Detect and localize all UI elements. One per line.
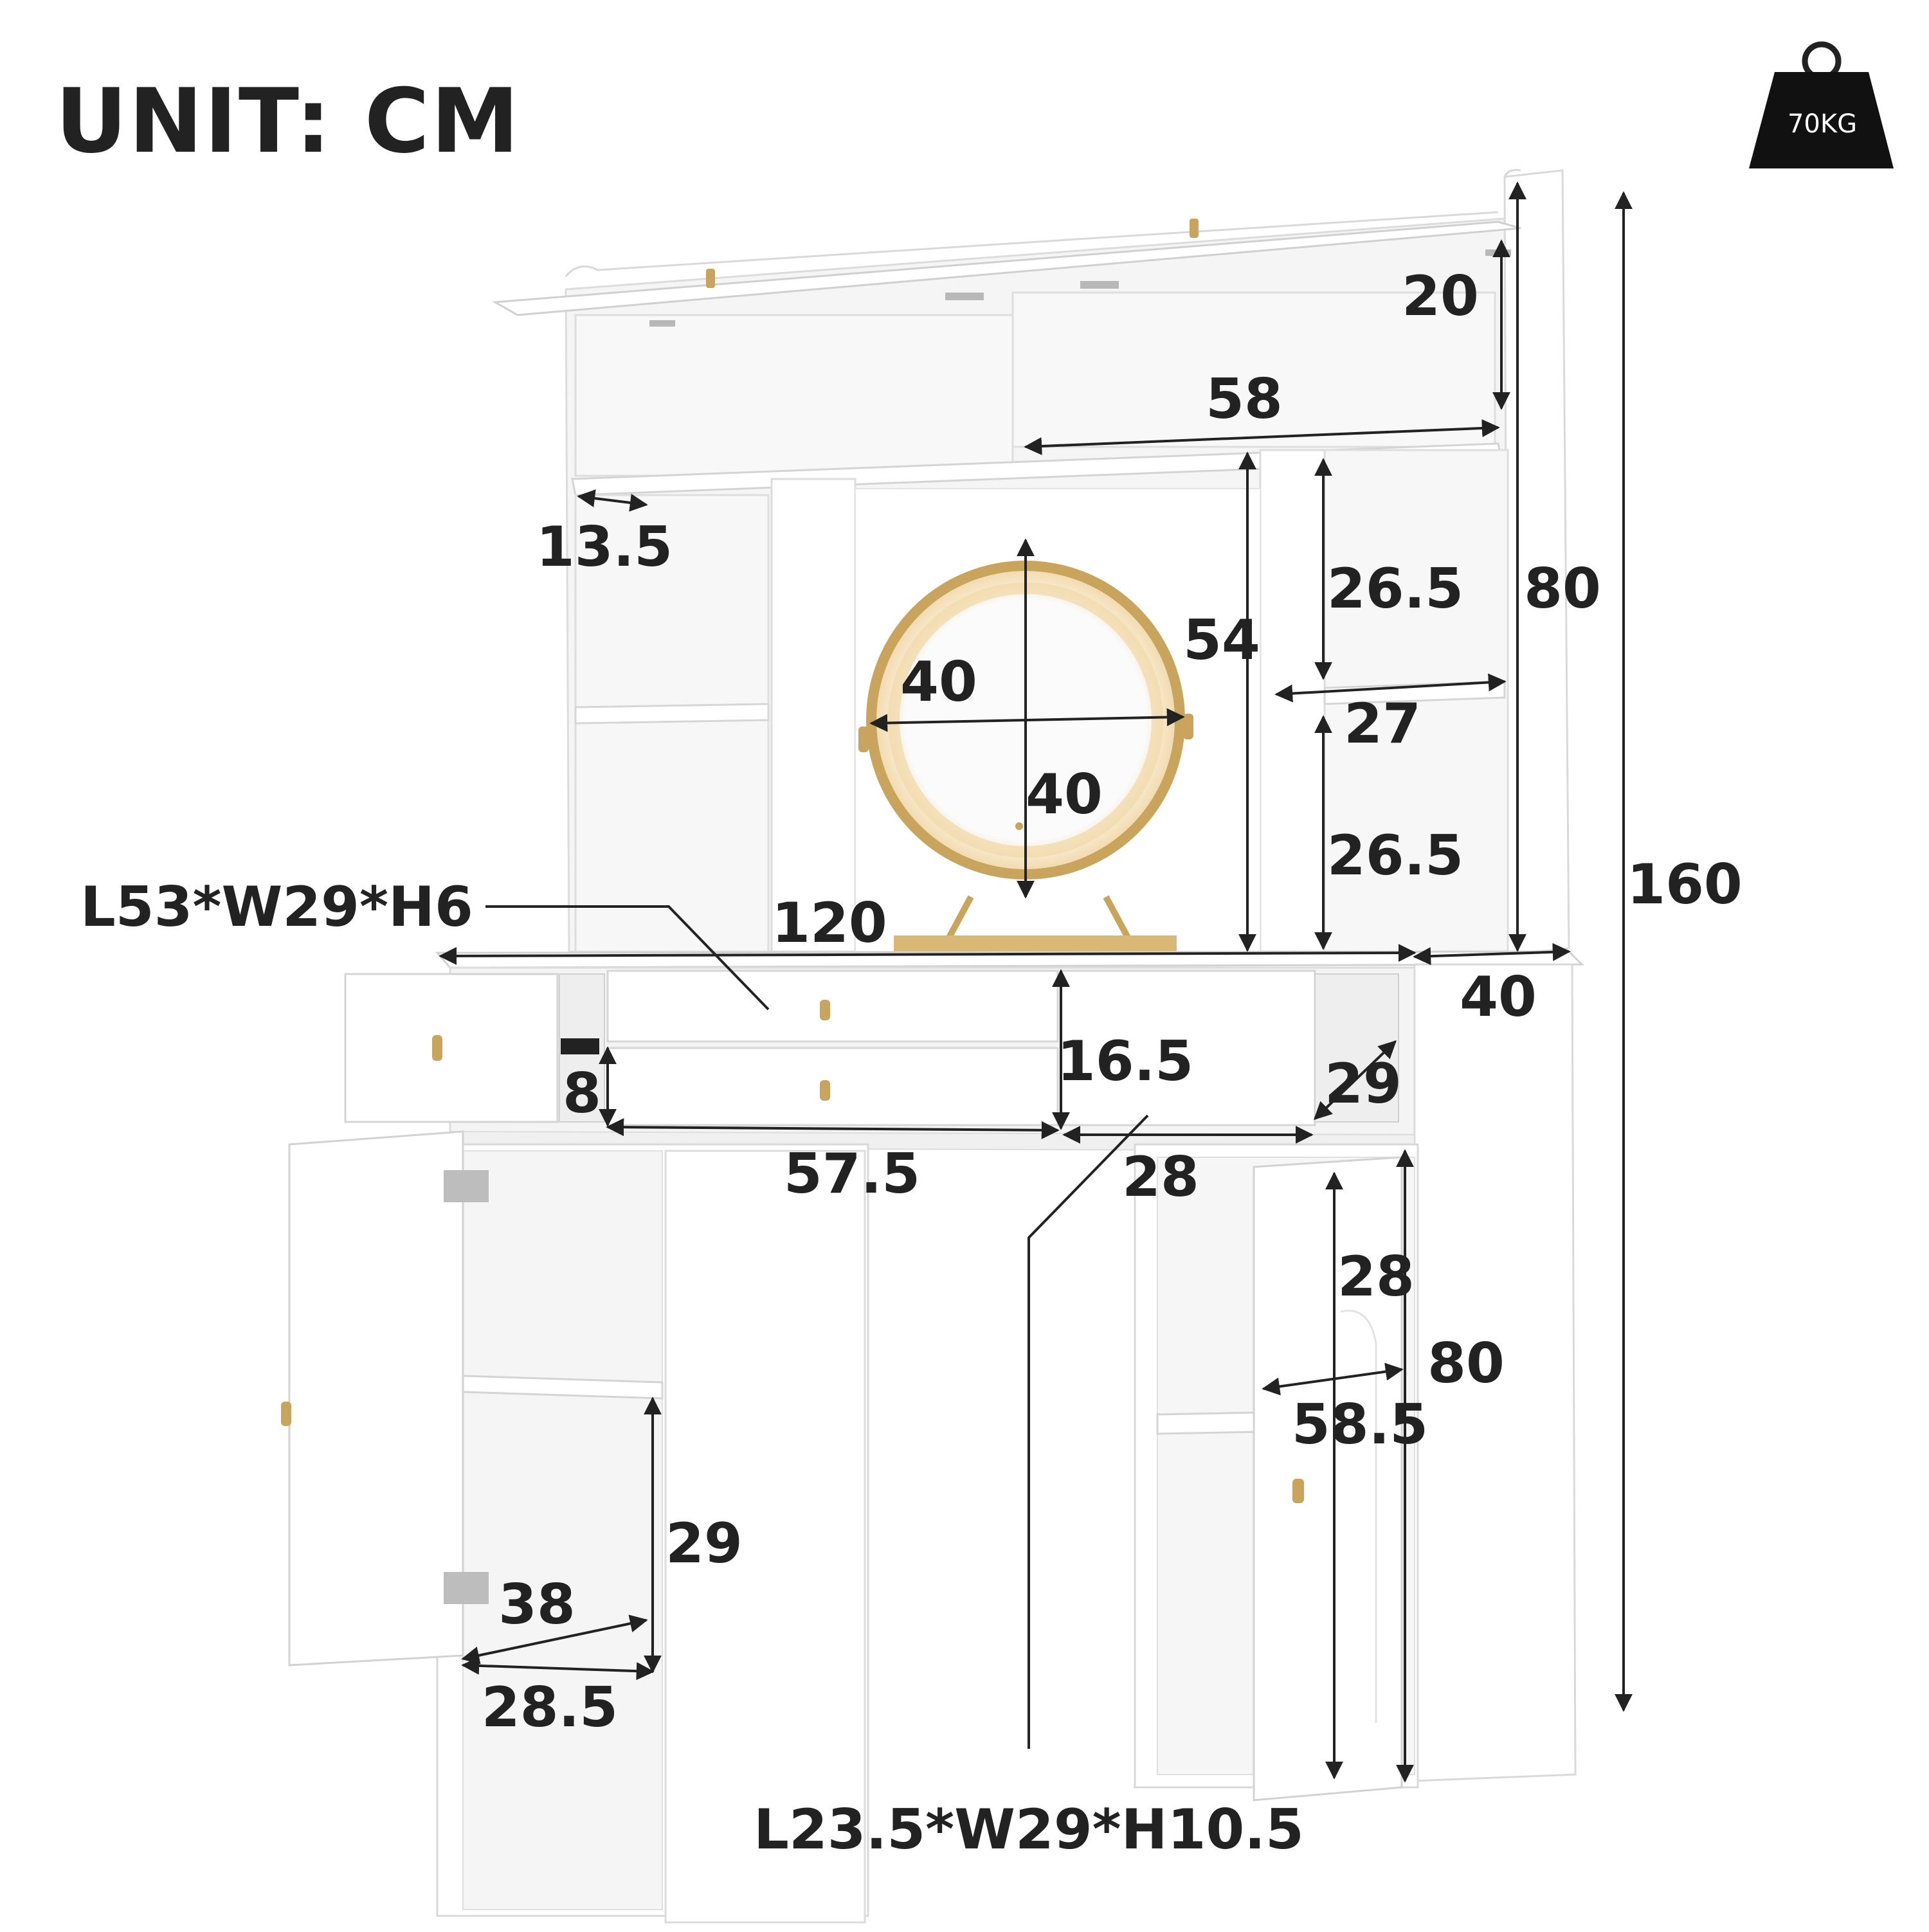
dim-mirror-height-inner: 40 [1026,763,1103,827]
left-cabinet-interior [462,1150,663,1910]
top-knob [706,269,715,288]
hinge [444,1170,489,1202]
right-drawer[interactable] [1060,970,1316,1126]
dim-left-cabinet-width: 38 [498,1573,575,1637]
dim-base-height: 80 [1427,1332,1505,1396]
dim-desk-depth: 40 [1460,965,1537,1029]
top-knob [1190,219,1199,238]
top-drawer-size-label: L53*W29*H6 [80,875,473,939]
dim-top-shelf-height: 20 [1402,264,1479,329]
dim-right-cabinet-width: 58.5 [1292,1393,1428,1457]
dim-total-height: 160 [1627,853,1743,917]
dim-right-cabinet-height: 28 [1337,1245,1415,1309]
drawer-knob [820,1080,830,1101]
left-cabinet [281,1130,869,1924]
dim-left-cabinet-depth: 28.5 [482,1675,618,1740]
drawer-knob [432,1035,442,1061]
dim-drawer-height: 16.5 [1057,1029,1193,1094]
bottom-drawer-size-label: L23.5*W29*H10.5 [754,1798,1304,1862]
dim-right-shelf-width: 27 [1344,692,1421,756]
center-top-drawer[interactable] [606,970,1059,1043]
dim-mirror-width: 40 [900,650,977,714]
weight-icon [1749,41,1894,168]
dim-center-drawer-width: 57.5 [784,1142,920,1206]
door-knob [1292,1479,1304,1503]
dim-hutch-height: 80 [1524,557,1601,621]
dimension-lines [439,181,1633,1783]
left-cabinet-door[interactable] [288,1130,464,1666]
left-drawer[interactable] [344,973,559,1123]
drawer-knob [820,1000,830,1020]
dim-right-upper-shelf: 26.5 [1327,557,1463,621]
dim-right-lower-shelf: 26.5 [1327,824,1463,888]
weight-badge: 70KG [1749,41,1894,168]
left-tower-shelf [574,703,770,725]
unit-title: UNIT: CM [55,69,521,173]
dim-desk-width: 120 [772,891,887,955]
hinge [444,1572,489,1604]
dim-left-cabinet-height: 29 [666,1512,743,1576]
dim-mirror-height: 54 [1183,608,1260,673]
dim-drawer-depth: 29 [1325,1052,1402,1116]
dim-small-drawer-height: 8 [563,1061,601,1126]
center-bottom-drawer[interactable] [606,1047,1059,1126]
dimension-labels: 20 58 13.5 54 40 40 26.5 27 26.5 80 160 … [80,264,1743,1862]
door-knob [281,1402,291,1426]
right-cabinet [1134,1143,1419,1801]
right-tower-divider [1259,449,1326,953]
dim-top-shelf-width: 58 [1206,367,1283,431]
dim-side-shelf-depth: 13.5 [536,515,673,579]
left-cabinet-side [664,1150,866,1924]
mirror-base [894,935,1177,952]
top-left-compartment [574,314,1014,477]
dim-right-drawer-width: 28 [1122,1145,1199,1209]
left-tower-divider [770,478,856,953]
weight-label: 70KG [1788,109,1857,139]
